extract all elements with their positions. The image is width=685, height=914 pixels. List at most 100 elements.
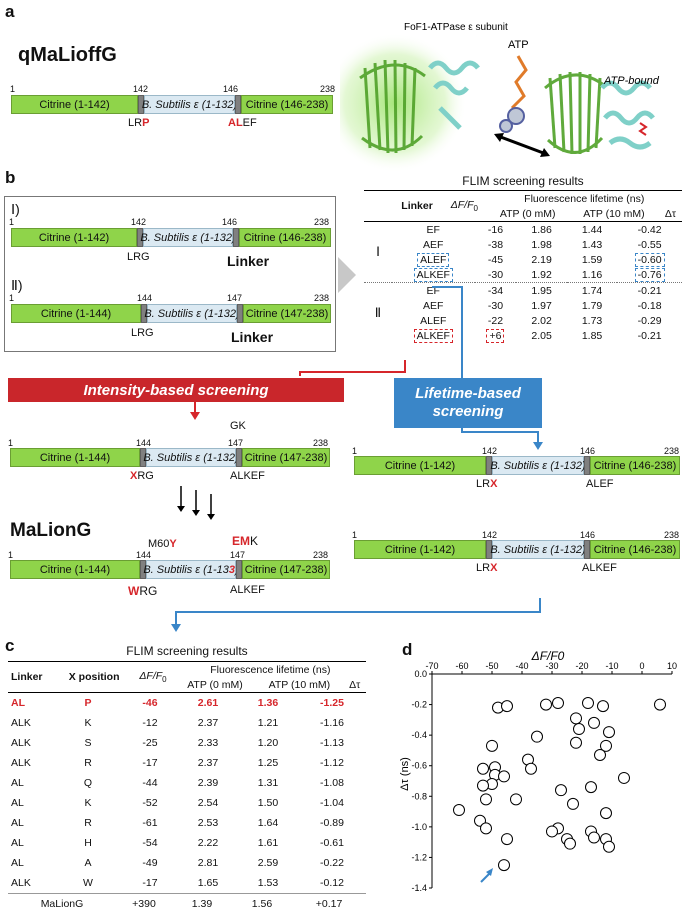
scatter-point xyxy=(552,697,564,710)
epsilon-segment: B. Subtilis ε (1-133) xyxy=(143,560,239,579)
linker-variant-box: Ⅰ) 1 142 146 238 Citrine (1-142) B. Subt… xyxy=(4,196,336,352)
bar-number: 238 xyxy=(320,84,336,94)
flim-table-b: FLIM screening results Linker ΔF/F0 Fluo… xyxy=(364,174,682,343)
bar-number: 142 xyxy=(133,84,149,94)
bar-number: 146 xyxy=(222,217,238,227)
citrine-segment: Citrine (1-142) xyxy=(11,95,138,114)
group-roman-1: Ⅰ) xyxy=(11,201,20,217)
scatter-point xyxy=(588,716,600,729)
scatter-point xyxy=(600,739,612,752)
citrine-segment: Citrine (1-144) xyxy=(11,304,141,323)
citrine-segment: Citrine (146-238) xyxy=(590,456,680,475)
bar-number: 1 xyxy=(9,217,15,227)
scatter-point xyxy=(567,797,579,810)
scatter-point xyxy=(573,723,585,736)
bar-number: 238 xyxy=(313,550,329,560)
bar-number: 1 xyxy=(8,438,14,448)
linker-left: WRG xyxy=(128,584,158,598)
construct-name-maliong: MaLionG xyxy=(10,520,92,541)
header-atp10: ATP (10 mM) xyxy=(268,678,331,691)
scatter-point xyxy=(555,784,567,797)
linker-block xyxy=(141,304,147,323)
linker-right: ALKEF xyxy=(230,470,265,482)
linker-right: Linker xyxy=(231,329,274,345)
scatter-point xyxy=(603,726,615,739)
x-tick-label: -70 xyxy=(425,661,438,671)
x-tick-label: -50 xyxy=(485,661,498,671)
bar-number: 238 xyxy=(313,438,329,448)
y-tick-label: -0.2 xyxy=(411,700,427,710)
bar-number: 146 xyxy=(223,84,239,94)
equilibrium-arrow-icon xyxy=(494,133,550,157)
scatter-point xyxy=(588,831,600,844)
scatter-point xyxy=(582,697,594,710)
linker-block xyxy=(138,95,144,114)
linker-block xyxy=(486,540,492,559)
x-axis-label: ΔF/F0 xyxy=(531,649,565,663)
scatter-point xyxy=(600,807,612,820)
scatter-point xyxy=(546,825,558,838)
bar-number: 146 xyxy=(580,530,596,540)
scatter-point xyxy=(498,859,510,872)
construct-name-qmalioffg: qMaLioffG xyxy=(18,44,117,66)
scatter-point xyxy=(477,762,489,775)
bar-number: 238 xyxy=(664,530,680,540)
linker-top: GK xyxy=(230,420,246,432)
x-tick-label: -20 xyxy=(575,661,588,671)
scatter-point xyxy=(585,781,597,794)
citrine-segment: Citrine (1-144) xyxy=(10,448,140,467)
x-tick-label: -10 xyxy=(605,661,618,671)
table-title: FLIM screening results xyxy=(462,174,584,188)
linker-right: ALEF xyxy=(228,117,257,129)
panel-d-label: d xyxy=(402,640,413,659)
atp-bound-label: ATP-bound xyxy=(603,75,660,87)
scatter-point xyxy=(531,730,543,743)
bar-number: 147 xyxy=(230,550,246,560)
linker-block xyxy=(236,560,242,579)
atp-label: ATP xyxy=(508,39,529,51)
protein-structure-illustration: FoF1-ATPase ε subunit ATP ATP-bound xyxy=(340,22,660,173)
struct-title: FoF1-ATPase ε subunit xyxy=(404,22,508,33)
header-dff: ΔF/F0 xyxy=(450,198,478,214)
linker-block xyxy=(233,228,239,247)
bar-number: 238 xyxy=(664,446,680,456)
linker-block xyxy=(137,228,143,247)
linker-right: ALEF xyxy=(586,478,614,490)
header-atp0: ATP (0 mM) xyxy=(187,678,243,691)
citrine-segment: Citrine (1-142) xyxy=(11,228,137,247)
construct-bar-intensity: GK 1 144 147 238 Citrine (1-144) B. Subt… xyxy=(8,420,333,482)
header-linker: Linker xyxy=(401,200,433,212)
linker-left: LRG xyxy=(127,251,150,263)
bar-number: 142 xyxy=(482,446,498,456)
construct-bar-a: 1 142 146 238 Citrine (1-142) B. Subtili… xyxy=(8,84,338,136)
y-tick-label: -1.2 xyxy=(411,852,427,862)
panel-b-label: b xyxy=(5,168,16,187)
y-axis-label: Δτ (ns) xyxy=(399,757,411,791)
bar-number: 1 xyxy=(9,293,15,303)
highlight-arrow-icon xyxy=(480,868,493,883)
epsilon-segment: B. Subtilis ε (1-132) xyxy=(144,304,240,323)
linker-block xyxy=(584,540,590,559)
scatter-point xyxy=(594,749,606,762)
citrine-segment: Citrine (146-238) xyxy=(239,228,331,247)
scatter-point xyxy=(501,833,513,846)
scatter-point xyxy=(486,739,498,752)
citrine-segment: Citrine (147-238) xyxy=(243,304,331,323)
header-xpos: X position xyxy=(68,671,120,683)
group-label: Ⅰ xyxy=(376,244,380,259)
lifetime-screening-banner: Lifetime-based screening xyxy=(394,378,542,428)
x-tick-label: -60 xyxy=(455,661,468,671)
x-tick-label: 0 xyxy=(639,661,644,671)
construct-bar-lifetime-2: 1 142 146 238 Citrine (1-142) B. Subtili… xyxy=(352,530,682,580)
